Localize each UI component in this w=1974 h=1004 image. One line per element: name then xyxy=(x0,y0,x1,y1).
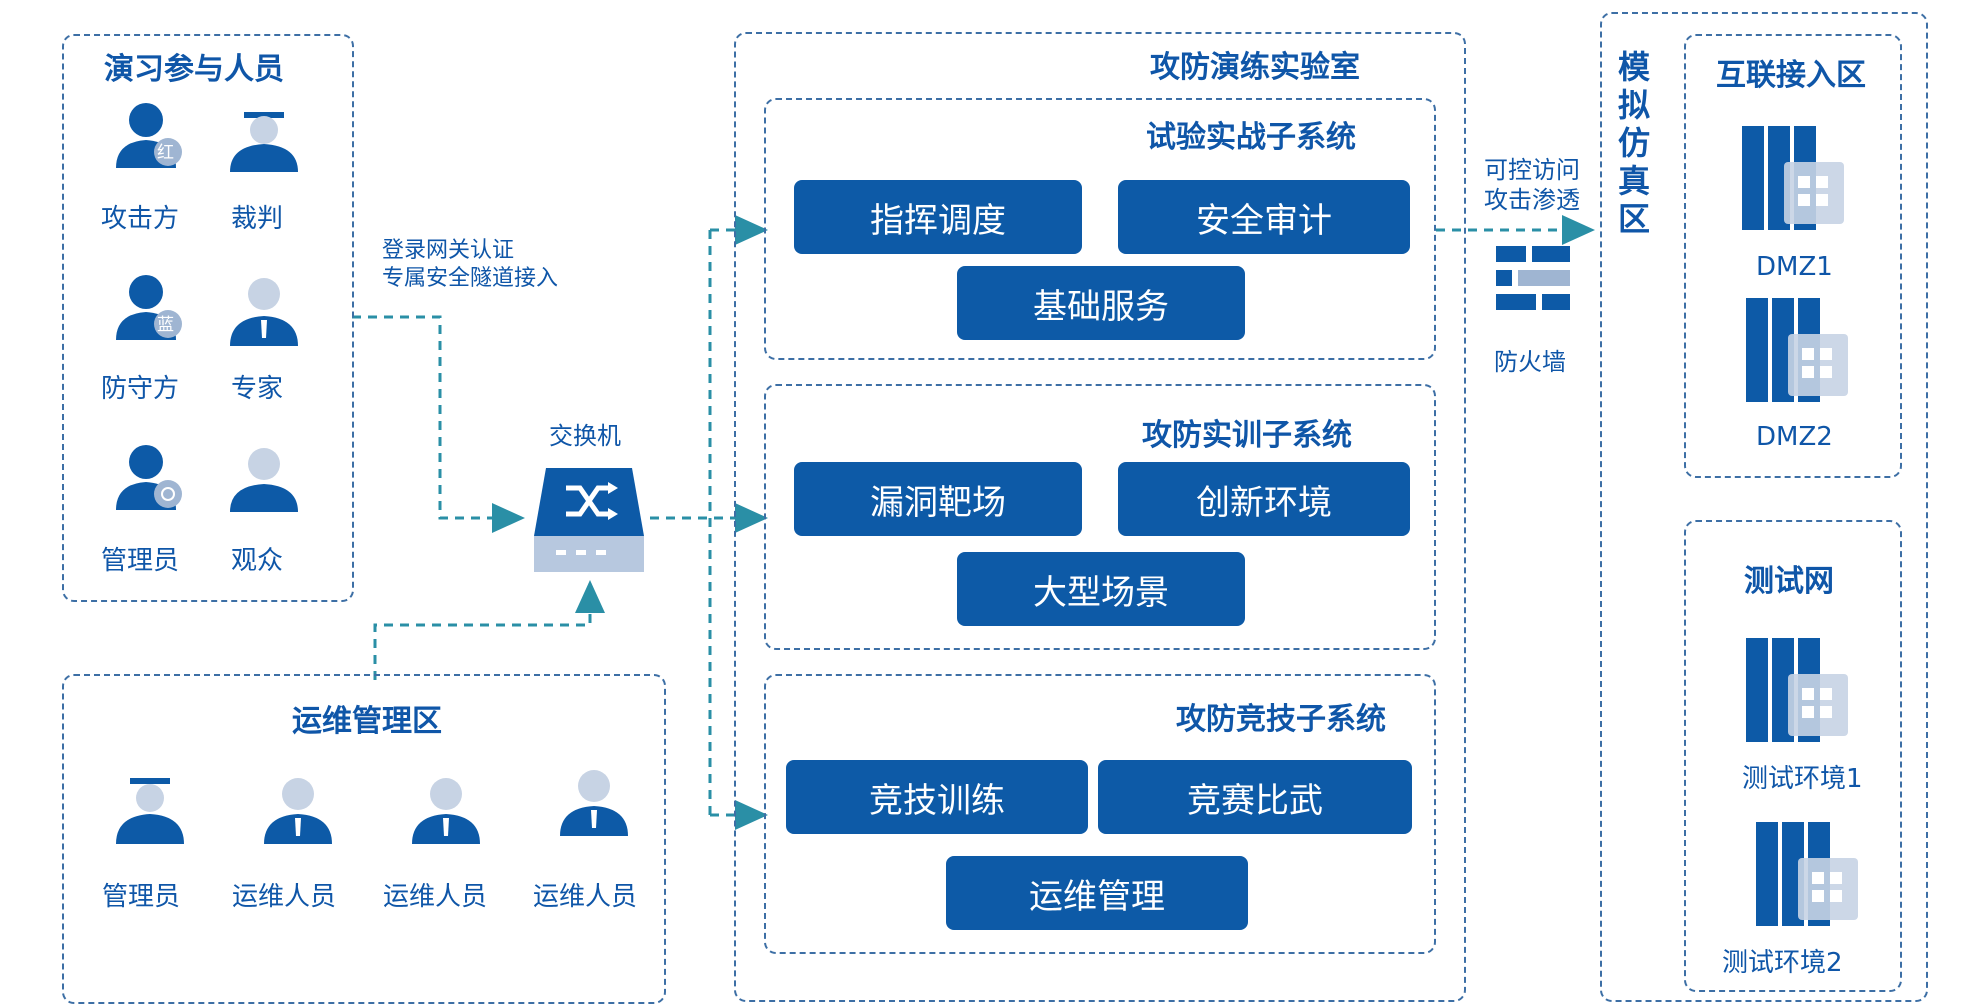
server-icon-test2 xyxy=(1756,822,1858,926)
ops-staff-icon-3 xyxy=(560,770,628,836)
internet-zone-panel: 互联接入区 xyxy=(1684,34,1902,478)
participants-panel: 演习参与人员 xyxy=(62,34,354,602)
referee-icon xyxy=(230,112,298,172)
audience-icon xyxy=(230,448,298,512)
access-label-2: 攻击渗透 xyxy=(1484,186,1580,214)
attacker-icon xyxy=(116,103,182,168)
sub3-button-2[interactable]: 竞赛比武 xyxy=(1098,760,1412,834)
sub1-title: 试验实战子系统 xyxy=(1146,120,1356,155)
expert-icon xyxy=(230,278,298,346)
test1-label: 测试环境1 xyxy=(1742,764,1863,794)
dmz2-label: DMZ2 xyxy=(1756,422,1833,452)
sub2-title: 攻防实训子系统 xyxy=(1142,418,1352,453)
ops-admin-icon xyxy=(116,778,184,844)
switch-icon xyxy=(534,468,644,572)
sub3-button-3[interactable]: 运维管理 xyxy=(946,856,1248,930)
sub2-button-1[interactable]: 漏洞靶场 xyxy=(794,462,1082,536)
sub2-button-3[interactable]: 大型场景 xyxy=(957,552,1245,626)
switch-label: 交换机 xyxy=(549,422,621,450)
gateway-label-2: 专属安全隧道接入 xyxy=(382,266,559,291)
expert-label: 专家 xyxy=(231,374,284,404)
defender-label: 防守方 xyxy=(101,374,180,404)
ops-title: 运维管理区 xyxy=(292,704,442,739)
test-net-title: 测试网 xyxy=(1744,564,1834,599)
server-icon-dmz1 xyxy=(1742,126,1844,230)
sub2-panel: 攻防实训子系统 xyxy=(764,384,1436,650)
ops-person-1: 管理员 xyxy=(102,882,181,912)
sim-title-char-2: 拟 xyxy=(1618,86,1651,124)
sub3-panel: 攻防竞技子系统 xyxy=(764,674,1436,954)
admin-label: 管理员 xyxy=(101,546,180,576)
defender-badge: 蓝 xyxy=(157,315,174,335)
attacker-label: 攻击方 xyxy=(101,204,180,234)
defender-icon xyxy=(116,275,182,340)
sub1-button-3[interactable]: 基础服务 xyxy=(957,266,1245,340)
lab-title: 攻防演练实验室 xyxy=(1150,50,1360,85)
audience-label: 观众 xyxy=(231,546,284,576)
participants-title: 演习参与人员 xyxy=(104,52,284,87)
ops-person-2: 运维人员 xyxy=(232,882,337,912)
firewall-label: 防火墙 xyxy=(1494,348,1566,376)
server-icon-dmz2 xyxy=(1746,298,1848,402)
sub2-button-2[interactable]: 创新环境 xyxy=(1118,462,1410,536)
sub1-button-2[interactable]: 安全审计 xyxy=(1118,180,1410,254)
sim-title-char-5: 区 xyxy=(1618,200,1651,238)
access-label-1: 可控访问 xyxy=(1484,156,1580,184)
sim-panel xyxy=(1600,12,1928,1002)
ops-staff-icon-2 xyxy=(412,778,480,844)
gateway-link xyxy=(352,315,525,533)
ops-link xyxy=(373,580,605,680)
sub1-panel: 试验实战子系统 xyxy=(764,98,1436,360)
sim-title-char-4: 真 xyxy=(1618,162,1651,200)
sub1-button-1[interactable]: 指挥调度 xyxy=(794,180,1082,254)
ops-staff-icon-1 xyxy=(264,778,332,844)
ops-person-4: 运维人员 xyxy=(533,882,638,912)
sub3-title: 攻防竞技子系统 xyxy=(1176,702,1386,737)
test2-label: 测试环境2 xyxy=(1722,948,1843,978)
sim-title-char-1: 模 xyxy=(1618,48,1651,86)
sub3-button-1[interactable]: 竞技训练 xyxy=(786,760,1088,834)
lab-panel: 攻防演练实验室 xyxy=(734,32,1466,1002)
gateway-label-1: 登录网关认证 xyxy=(382,238,515,263)
server-icon-test1 xyxy=(1746,638,1848,742)
test-net-panel: 测试网 xyxy=(1684,520,1902,992)
internet-zone-title: 互联接入区 xyxy=(1716,58,1866,93)
firewall-icon xyxy=(1496,246,1570,310)
ops-person-3: 运维人员 xyxy=(383,882,488,912)
referee-label: 裁判 xyxy=(231,204,284,234)
sim-title-char-3: 仿 xyxy=(1618,124,1651,162)
admin-icon xyxy=(116,445,182,510)
attacker-badge: 红 xyxy=(157,143,174,163)
dmz1-label: DMZ1 xyxy=(1756,252,1833,282)
